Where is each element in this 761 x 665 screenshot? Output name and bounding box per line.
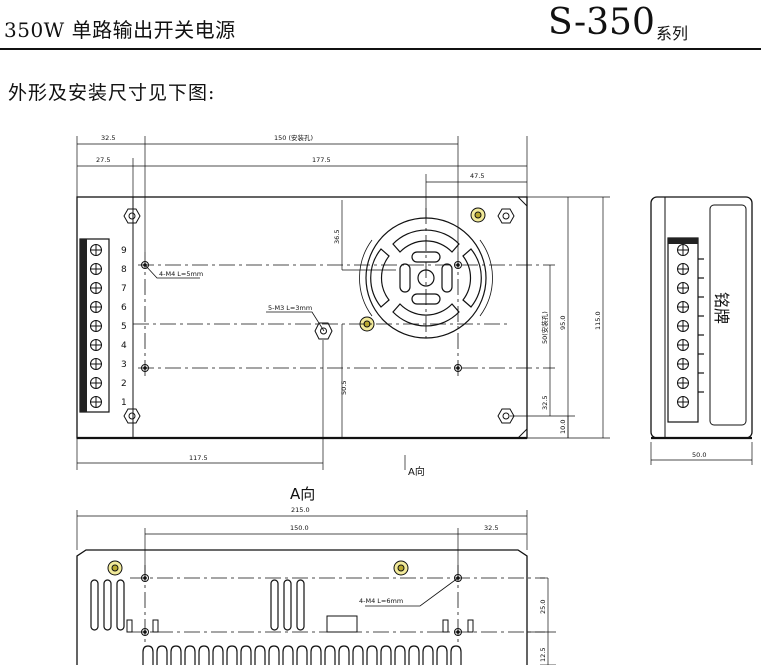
bottom-mounting-holes <box>141 574 462 636</box>
terminal-block: 9 8 7 6 5 4 3 2 1 <box>79 238 127 413</box>
m4-callout-top: 4-M4 L=5mm <box>159 270 203 278</box>
dim-36-5: 36.5 <box>333 230 341 244</box>
subtitle: 外形及安装尺寸见下图: <box>8 82 216 104</box>
terminal-number: 9 <box>121 246 127 256</box>
top-view: 9 8 7 6 5 4 3 2 1 <box>76 133 610 478</box>
view-arrow-label: A向 <box>408 465 425 478</box>
header-title: 350W 单路输出开关电源 <box>4 18 236 42</box>
nameplate-label: 铭牌 <box>712 292 731 324</box>
top-dimensions <box>76 136 610 470</box>
vent-slots <box>90 579 305 631</box>
dim-177-5: 177.5 <box>312 156 331 164</box>
terminal-number: 6 <box>121 303 127 313</box>
dim-27-5: 27.5 <box>96 156 110 164</box>
top-view-outline <box>76 196 528 439</box>
terminal-number: 3 <box>121 360 127 370</box>
dim-12-5: 12.5 <box>539 648 547 662</box>
dim-117-5: 117.5 <box>189 454 208 462</box>
terminal-screws <box>90 244 102 408</box>
dim-50-0: 50.0 <box>692 451 706 459</box>
terminal-number: 4 <box>121 341 127 351</box>
view-a-title: A向 <box>290 485 315 503</box>
m3-callout: 5-M3 L=3mm <box>268 304 312 312</box>
highlight-screws <box>359 207 486 332</box>
dim-25: 25.0 <box>539 600 547 614</box>
header-rule <box>0 48 761 50</box>
dim-115: 115.0 <box>594 311 602 330</box>
model-name: S-350 <box>548 2 655 43</box>
dim-10: 10.0 <box>559 420 567 434</box>
terminal-number: 8 <box>121 265 127 275</box>
terminal-numbers: 9 8 7 6 5 4 3 2 1 <box>121 246 127 408</box>
m3-screw <box>314 322 333 340</box>
terminal-number: 1 <box>121 398 127 408</box>
side-view: 铭牌 50.0 <box>650 196 753 465</box>
dim-50-5: 50.5 <box>340 381 348 395</box>
heatsink-fins <box>142 645 462 665</box>
dim-47-5: 47.5 <box>470 172 484 180</box>
bottom-dimension-labels: 215.0 150.0 32.5 25.0 12.5 <box>290 506 547 662</box>
terminal-number: 5 <box>121 322 127 332</box>
bottom-view: 215.0 150.0 32.5 25.0 12.5 <box>76 506 556 665</box>
top-dimension-labels: 32.5 150 (安装孔) 27.5 177.5 47.5 36.5 50(安… <box>96 133 602 462</box>
dim-150-holes: 150 (安装孔) <box>274 133 313 142</box>
bottom-centerlines <box>130 565 545 645</box>
m4-callout-bottom: 4-M4 L=6mm <box>359 597 403 605</box>
centerlines <box>133 208 555 380</box>
side-view-outline <box>650 196 753 439</box>
terminal-number: 7 <box>121 284 127 294</box>
dim-50-holes: 50(安装孔) <box>540 311 549 344</box>
connector-slots <box>126 615 474 633</box>
dim-150-0: 150.0 <box>290 524 309 532</box>
dim-95: 95.0 <box>559 316 567 330</box>
dim-32-5-bottom: 32.5 <box>484 524 498 532</box>
dim-215: 215.0 <box>291 506 310 514</box>
series-label: 系列 <box>656 24 689 43</box>
corner-screws <box>123 208 515 424</box>
side-terminal-screws <box>677 244 689 408</box>
bottom-dimensions <box>76 510 556 665</box>
dim-32-5-side: 32.5 <box>541 396 549 410</box>
dim-32-5-top: 32.5 <box>101 134 115 142</box>
terminal-number: 2 <box>121 379 127 389</box>
